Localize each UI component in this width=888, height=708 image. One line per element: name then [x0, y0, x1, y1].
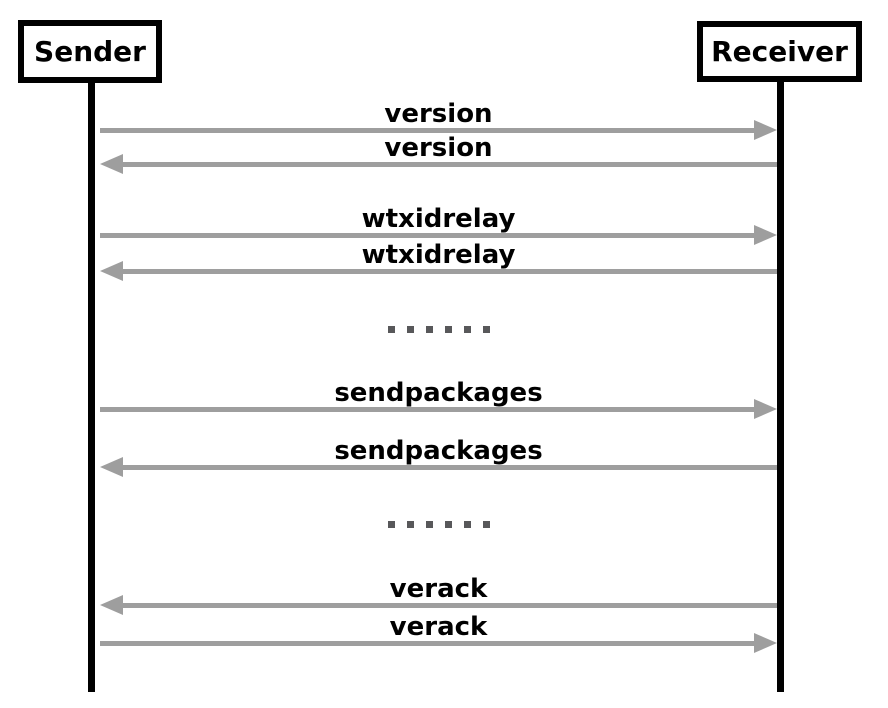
ellipsis-dot	[406, 326, 414, 333]
actor-box-receiver: Receiver	[697, 21, 862, 82]
message-label: wtxidrelay	[361, 240, 516, 270]
ellipsis-dot	[406, 521, 414, 528]
message-arrow-line	[100, 407, 758, 412]
ellipsis-dot	[387, 326, 395, 333]
message-label: sendpackages	[334, 378, 543, 408]
actor-box-sender: Sender	[18, 20, 162, 83]
message-arrow-line	[119, 269, 777, 274]
message-arrow-line	[100, 641, 758, 646]
lifeline-sender	[88, 78, 95, 692]
arrowhead-left-icon	[100, 595, 123, 615]
ellipsis-dot	[425, 521, 433, 528]
arrowhead-left-icon	[100, 154, 123, 174]
arrowhead-left-icon	[100, 457, 123, 477]
arrowhead-right-icon	[754, 225, 777, 245]
ellipsis-dot	[387, 521, 395, 528]
actor-label-receiver: Receiver	[711, 35, 848, 68]
message-label: version	[384, 99, 493, 129]
ellipsis-dot	[444, 521, 452, 528]
ellipsis-dots	[100, 326, 777, 333]
message-label: version	[384, 133, 493, 163]
message-label: verack	[389, 612, 488, 642]
ellipsis-dot	[425, 326, 433, 333]
ellipsis-dots	[100, 521, 777, 528]
arrowhead-right-icon	[754, 399, 777, 419]
message-arrow-line	[119, 162, 777, 167]
message-arrow-line	[119, 465, 777, 470]
ellipsis-dot	[463, 326, 471, 333]
ellipsis-dot	[482, 521, 490, 528]
ellipsis-dot	[444, 326, 452, 333]
actor-label-sender: Sender	[34, 35, 146, 68]
message-label: sendpackages	[334, 436, 543, 466]
ellipsis-dot	[463, 521, 471, 528]
lifeline-receiver	[777, 78, 784, 692]
message-arrow-line	[119, 603, 777, 608]
message-label: verack	[389, 574, 488, 604]
message-arrow-line	[100, 233, 758, 238]
arrowhead-left-icon	[100, 261, 123, 281]
message-arrow-line	[100, 128, 758, 133]
arrowhead-right-icon	[754, 120, 777, 140]
message-label: wtxidrelay	[361, 204, 516, 234]
ellipsis-dot	[482, 326, 490, 333]
arrowhead-right-icon	[754, 633, 777, 653]
